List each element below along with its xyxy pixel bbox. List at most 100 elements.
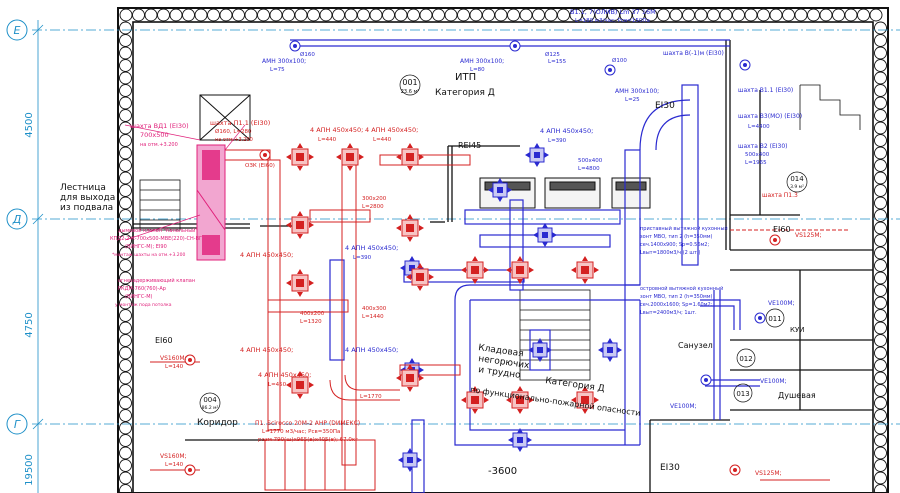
vs160m-2: VS160M;: [160, 453, 187, 460]
shaft-vd1: шахта ВД1 (ЕI30): [130, 122, 189, 130]
exhaust-diffuser: [533, 223, 557, 247]
l1440: L=1440: [362, 314, 384, 320]
supply-diffusers: [286, 143, 599, 414]
round-diffuser: [259, 149, 271, 161]
vent-l-7: L=450: [268, 382, 287, 388]
dim-4500: 4500: [24, 112, 35, 137]
axis-bubble-g: Г: [6, 413, 28, 435]
s400x300: 400х300: [362, 306, 387, 312]
outer-wall: [117, 7, 889, 493]
insulation-loop: [119, 21, 132, 35]
insulation-loop: [332, 8, 345, 22]
insulation-loop: [119, 409, 132, 422]
insulation-loop: [269, 8, 283, 22]
p1-unit: П1. Scirocco 20М-2 АНР (DИМЕКС): [255, 420, 360, 427]
l1770: L=1770: [360, 394, 382, 400]
room-001-name: ИТП: [455, 72, 476, 83]
l1320: L=1320: [300, 319, 322, 325]
room-013-name: Душевая: [778, 391, 816, 400]
insulation-loop: [119, 359, 132, 372]
amn-3-l: L=25: [625, 97, 640, 103]
exh-note-6: зонт МВО, тип 2 (h=350мм): [640, 294, 713, 300]
insulation-loop: [582, 8, 595, 22]
insulation-loop: [874, 121, 887, 135]
room-013-marker: [733, 383, 753, 403]
insulation-loop: [144, 8, 158, 22]
s500x400-r: 500х400: [745, 152, 770, 158]
insulation-loop: [594, 8, 608, 22]
room-004-name: Коридор: [197, 418, 238, 428]
vent-l-2: L=440: [373, 137, 392, 143]
supply-diffuser: [461, 256, 489, 284]
insulation-loop: [307, 8, 320, 22]
smoke-valve-4: *монтаж шахты на отм.+3.200: [112, 252, 185, 258]
insulation-loop: [344, 8, 358, 22]
insulation-loop: [769, 8, 783, 22]
amn-2: АМН 300х100;: [460, 58, 504, 65]
insulation-loop: [874, 296, 887, 310]
insulation-loop: [219, 8, 233, 22]
round-diffusers: [184, 40, 781, 476]
insulation-loop: [874, 159, 887, 172]
insulation-loop: [119, 334, 132, 347]
partitions: [133, 40, 873, 493]
insulation-loop: [874, 84, 887, 97]
shaft-p11: шахта П1.1 (ЕI30): [210, 119, 270, 127]
supply-diffuser: [396, 364, 424, 392]
insulation-loop: [874, 196, 887, 210]
insulation-loop: [294, 8, 308, 22]
supply-diffuser: [336, 143, 364, 171]
shaft-v3mo: шахта В3(МО) (ЕI30): [738, 113, 802, 120]
vs160m-1: VS160M;: [160, 355, 187, 362]
vent-l-4: L=390: [353, 255, 372, 261]
insulation-loop: [832, 8, 845, 22]
shaft-vd1-size: 700х500: [140, 131, 169, 139]
stair-text-2: для выхода: [60, 193, 115, 203]
insulation-loop: [819, 8, 833, 22]
insulation-loop: [874, 409, 887, 422]
vent-label-4: 4 АПН 450х450;: [345, 244, 398, 252]
supply-diffuser: [461, 386, 489, 414]
insulation-loop: [869, 8, 883, 22]
shaft-v11: шахта В1.1 (ЕI30): [738, 87, 793, 94]
insulation-loop: [119, 346, 132, 360]
insulation-loop: [874, 421, 887, 435]
insulation-loop: [119, 8, 133, 22]
insulation-loop: [569, 8, 583, 22]
elevator-shaft: [199, 94, 251, 141]
room-012-marker: [736, 348, 756, 368]
insulation-loop: [119, 171, 132, 185]
axis-bubble-d: Д: [6, 208, 28, 230]
vs125m-1: VS125M;: [795, 232, 822, 239]
insulation-loop: [874, 21, 887, 35]
supply-diffuser: [406, 263, 434, 291]
insulation-loop: [207, 8, 220, 22]
top-title: В1.1, 7(ОЛИВ) Lm 37 16М: [570, 8, 656, 16]
insulation-loop: [874, 396, 887, 410]
label-ei60: EI60: [155, 336, 173, 345]
insulation-loop: [719, 8, 733, 22]
insulation-loop: [382, 8, 395, 22]
insulation-loop: [119, 246, 132, 260]
room-004-num: 004: [203, 396, 217, 404]
room-001-area: 23.6 м²: [401, 89, 420, 95]
label-ei30-b: EI30: [660, 463, 680, 473]
insulation-loop: [119, 196, 132, 210]
fire-valve-4: у монтаж пода потолка: [115, 303, 172, 308]
insulation-loop: [119, 434, 132, 447]
insulation-loop: [119, 471, 132, 485]
insulation-loop: [119, 309, 132, 322]
insulation-loop: [232, 8, 245, 22]
vent-label-3: 4 АПН 450х450;: [240, 251, 293, 259]
insulation-loop: [119, 209, 132, 222]
insulation-loop: [874, 434, 887, 447]
insulation-loop: [874, 459, 887, 472]
fire-valve-2: РКДМ-760(760)-Ар: [118, 286, 166, 292]
stor-cat: Категория Д: [545, 376, 606, 394]
label-rei45: REI45: [458, 141, 481, 150]
amn-1: АМН 300х100;: [262, 58, 306, 65]
insulation-loop: [619, 8, 633, 22]
insulation-loop: [494, 8, 508, 22]
insulation-loop: [119, 421, 132, 435]
insulation-loop: [732, 8, 745, 22]
